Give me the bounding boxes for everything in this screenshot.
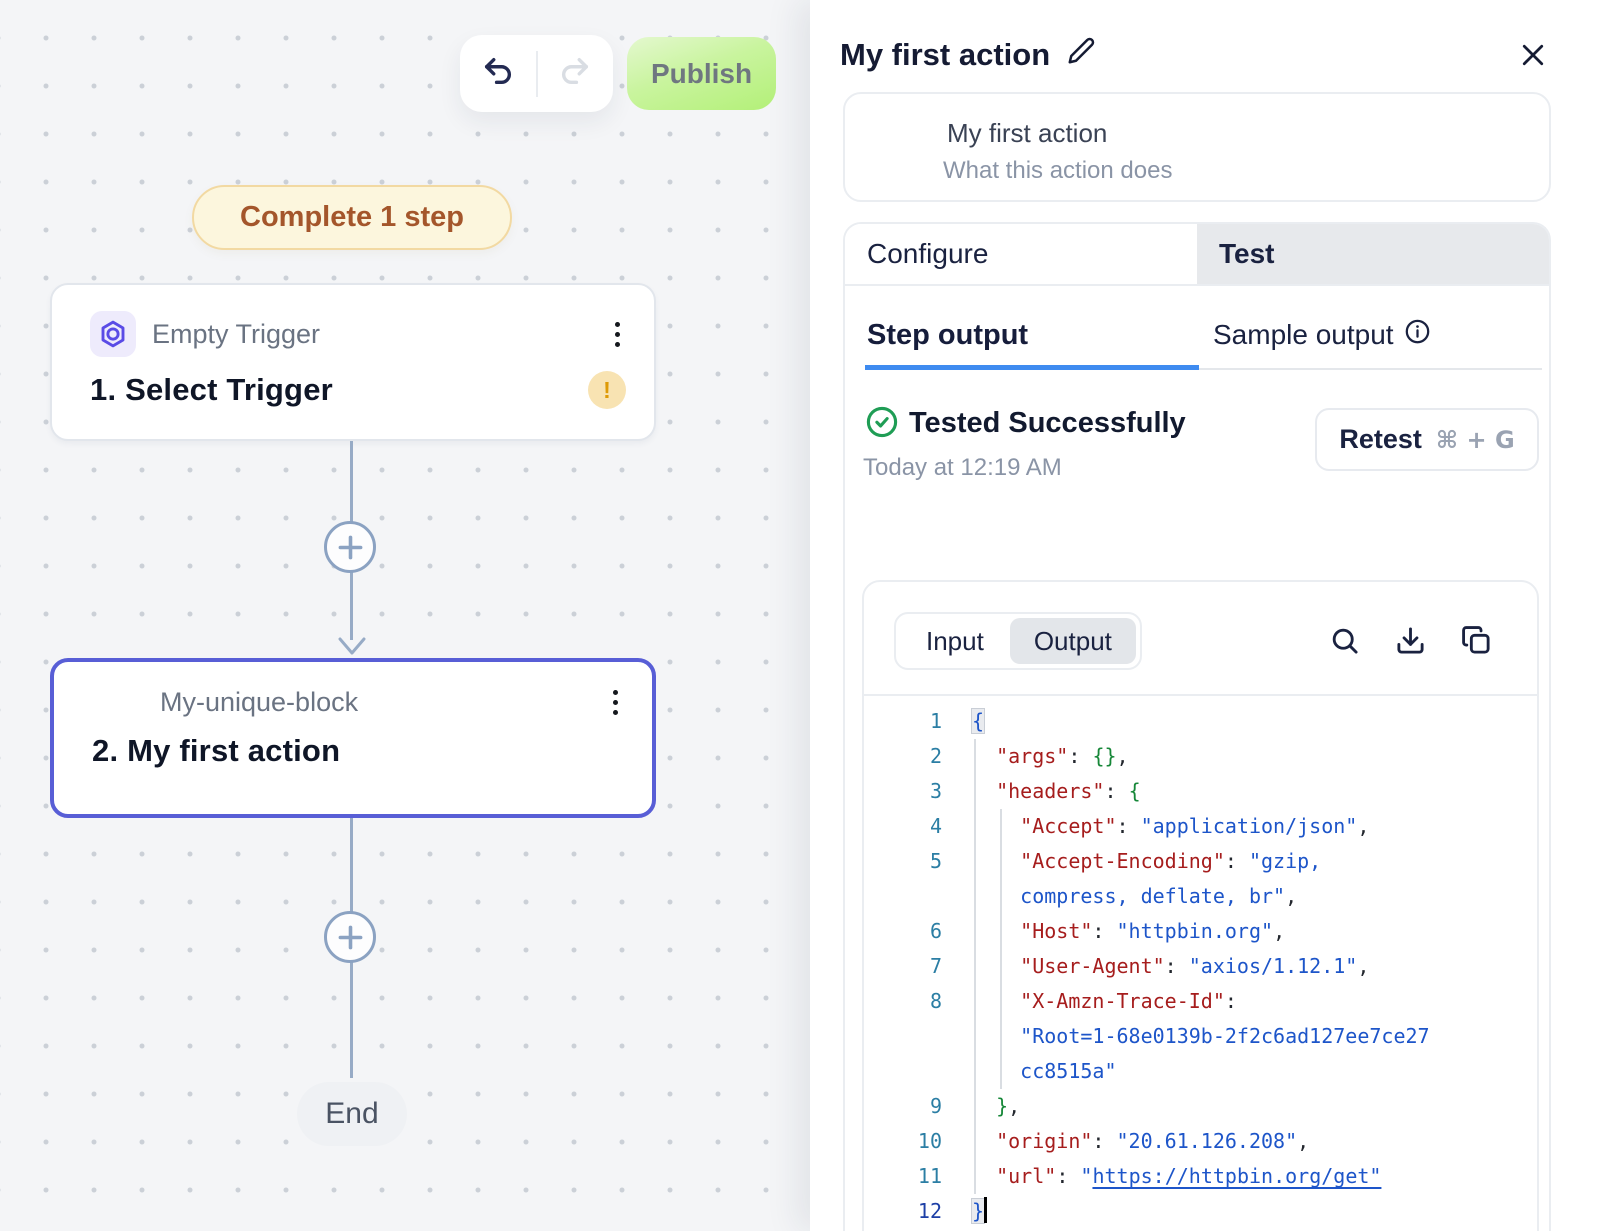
line-number: 6: [929, 919, 942, 943]
redo-button[interactable]: [538, 35, 614, 112]
line-number: 9: [929, 1094, 942, 1118]
output-viewer-card: Input Output: [862, 580, 1539, 1231]
panel-title: My first action: [840, 36, 1096, 74]
step-output-label: Step output: [867, 318, 1029, 351]
test-timestamp: Today at 12:19 AM: [863, 454, 1062, 481]
code-line: 11 "url": "https://httpbin.org/get": [864, 1159, 1537, 1194]
line-number: 3: [929, 779, 942, 803]
undo-redo-toolbar: [460, 35, 613, 112]
action-detail-panel: My first action My first action What thi…: [810, 0, 1610, 1231]
text-caret: [984, 1197, 988, 1223]
close-icon[interactable]: [1518, 40, 1548, 75]
line-number: 12: [917, 1199, 942, 1223]
action-name: My first action: [947, 118, 1108, 148]
code-editor[interactable]: 1{2 "args": {},3 "headers": {4 "Accept":…: [864, 694, 1537, 1231]
code-line: 7 "User-Agent": "axios/1.12.1",: [864, 949, 1537, 984]
input-output-toggle: Input Output: [894, 612, 1142, 670]
code-line: 10 "origin": "20.61.126.208",: [864, 1124, 1537, 1159]
tab-sample-output[interactable]: Sample output: [1197, 318, 1549, 352]
add-step-button[interactable]: [324, 521, 376, 573]
line-number: 7: [929, 954, 942, 978]
code-line: 12}: [864, 1194, 1537, 1229]
trigger-node[interactable]: Empty Trigger 1. Select Trigger !: [50, 283, 656, 441]
download-icon[interactable]: [1395, 625, 1426, 661]
configure-test-tabs: Configure Test Step output Sample output: [843, 222, 1551, 1231]
code-line: 9 },: [864, 1089, 1537, 1124]
end-node: End: [297, 1082, 407, 1146]
retest-shortcut: ⌘ + G: [1435, 425, 1515, 454]
plus-icon: [338, 925, 362, 949]
add-step-button[interactable]: [324, 911, 376, 963]
line-number: [864, 879, 942, 914]
line-number: 1: [929, 709, 942, 733]
line-number: [864, 1054, 942, 1089]
tab-configure[interactable]: Configure: [845, 224, 1197, 284]
code-line: 5 "Accept-Encoding": "gzip,: [864, 844, 1537, 879]
toggle-input[interactable]: Input: [926, 625, 984, 656]
undo-icon: [481, 54, 515, 93]
undo-button[interactable]: [460, 35, 536, 112]
code-line: 6 "Host": "httpbin.org",: [864, 914, 1537, 949]
kebab-menu-icon[interactable]: [607, 686, 624, 719]
tab-step-output[interactable]: Step output: [845, 318, 1197, 352]
trigger-node-subtitle: Empty Trigger: [152, 318, 321, 349]
trigger-node-title: 1. Select Trigger: [90, 372, 333, 407]
warning-badge: !: [588, 371, 626, 409]
plus-icon: [338, 535, 362, 559]
success-check-icon: [865, 405, 899, 444]
line-number: 10: [917, 1129, 942, 1153]
sample-output-label: Sample output: [1213, 319, 1394, 350]
code-line: "Root=1-68e0139b-2f2c6ad127ee7ce27: [864, 1019, 1537, 1054]
workflow-status-pill: Complete 1 step: [192, 185, 512, 250]
code-line: compress, deflate, br",: [864, 879, 1537, 914]
retest-button[interactable]: Retest ⌘ + G: [1315, 408, 1539, 471]
arrowhead-down-icon: [337, 636, 367, 663]
line-number: [864, 1019, 942, 1054]
line-number: 8: [929, 989, 942, 1013]
line-number: 4: [929, 814, 942, 838]
action-node-subtitle: My-unique-block: [160, 687, 359, 717]
panel-title-text: My first action: [840, 37, 1051, 72]
retest-label: Retest: [1339, 424, 1422, 454]
active-tab-underline: [865, 365, 1199, 370]
code-lines: 1{2 "args": {},3 "headers": {4 "Accept":…: [864, 704, 1537, 1229]
publish-button[interactable]: Publish: [627, 37, 776, 110]
tab-test[interactable]: Test: [1197, 224, 1549, 284]
action-node-selected[interactable]: My-unique-block 2. My first action: [50, 658, 656, 818]
code-line: cc8515a": [864, 1054, 1537, 1089]
code-line: 1{: [864, 704, 1537, 739]
toggle-output[interactable]: Output: [1009, 618, 1136, 664]
output-tabs-divider: [865, 368, 1542, 370]
action-description-placeholder: What this action does: [943, 157, 1173, 184]
edit-pencil-icon[interactable]: [1066, 36, 1096, 74]
toolbar-divider: [535, 50, 538, 97]
test-status-label: Tested Successfully: [909, 407, 1186, 439]
line-number: 11: [917, 1164, 942, 1188]
workflow-canvas[interactable]: Publish Complete 1 step Empty Trigger 1.…: [0, 0, 810, 1231]
code-line: 3 "headers": {: [864, 774, 1537, 809]
code-line: 4 "Accept": "application/json",: [864, 809, 1537, 844]
redo-icon: [558, 54, 592, 93]
indent-guide: [974, 739, 976, 1194]
action-description-card[interactable]: My first action What this action does: [843, 92, 1551, 202]
code-line: 2 "args": {},: [864, 739, 1537, 774]
copy-icon[interactable]: [1461, 625, 1492, 661]
code-line: 8 "X-Amzn-Trace-Id":: [864, 984, 1537, 1019]
trigger-icon-box: [90, 311, 136, 357]
info-icon[interactable]: [1404, 318, 1431, 352]
kebab-menu-icon[interactable]: [609, 318, 626, 351]
search-icon[interactable]: [1329, 625, 1360, 661]
hexagon-trigger-icon: [101, 320, 125, 348]
test-tab-content: Step output Sample output: [845, 286, 1549, 1231]
action-node-title: 2. My first action: [92, 733, 341, 768]
indent-guide: [1000, 809, 1002, 1089]
line-number: 2: [929, 744, 942, 768]
line-number: 5: [929, 849, 942, 873]
